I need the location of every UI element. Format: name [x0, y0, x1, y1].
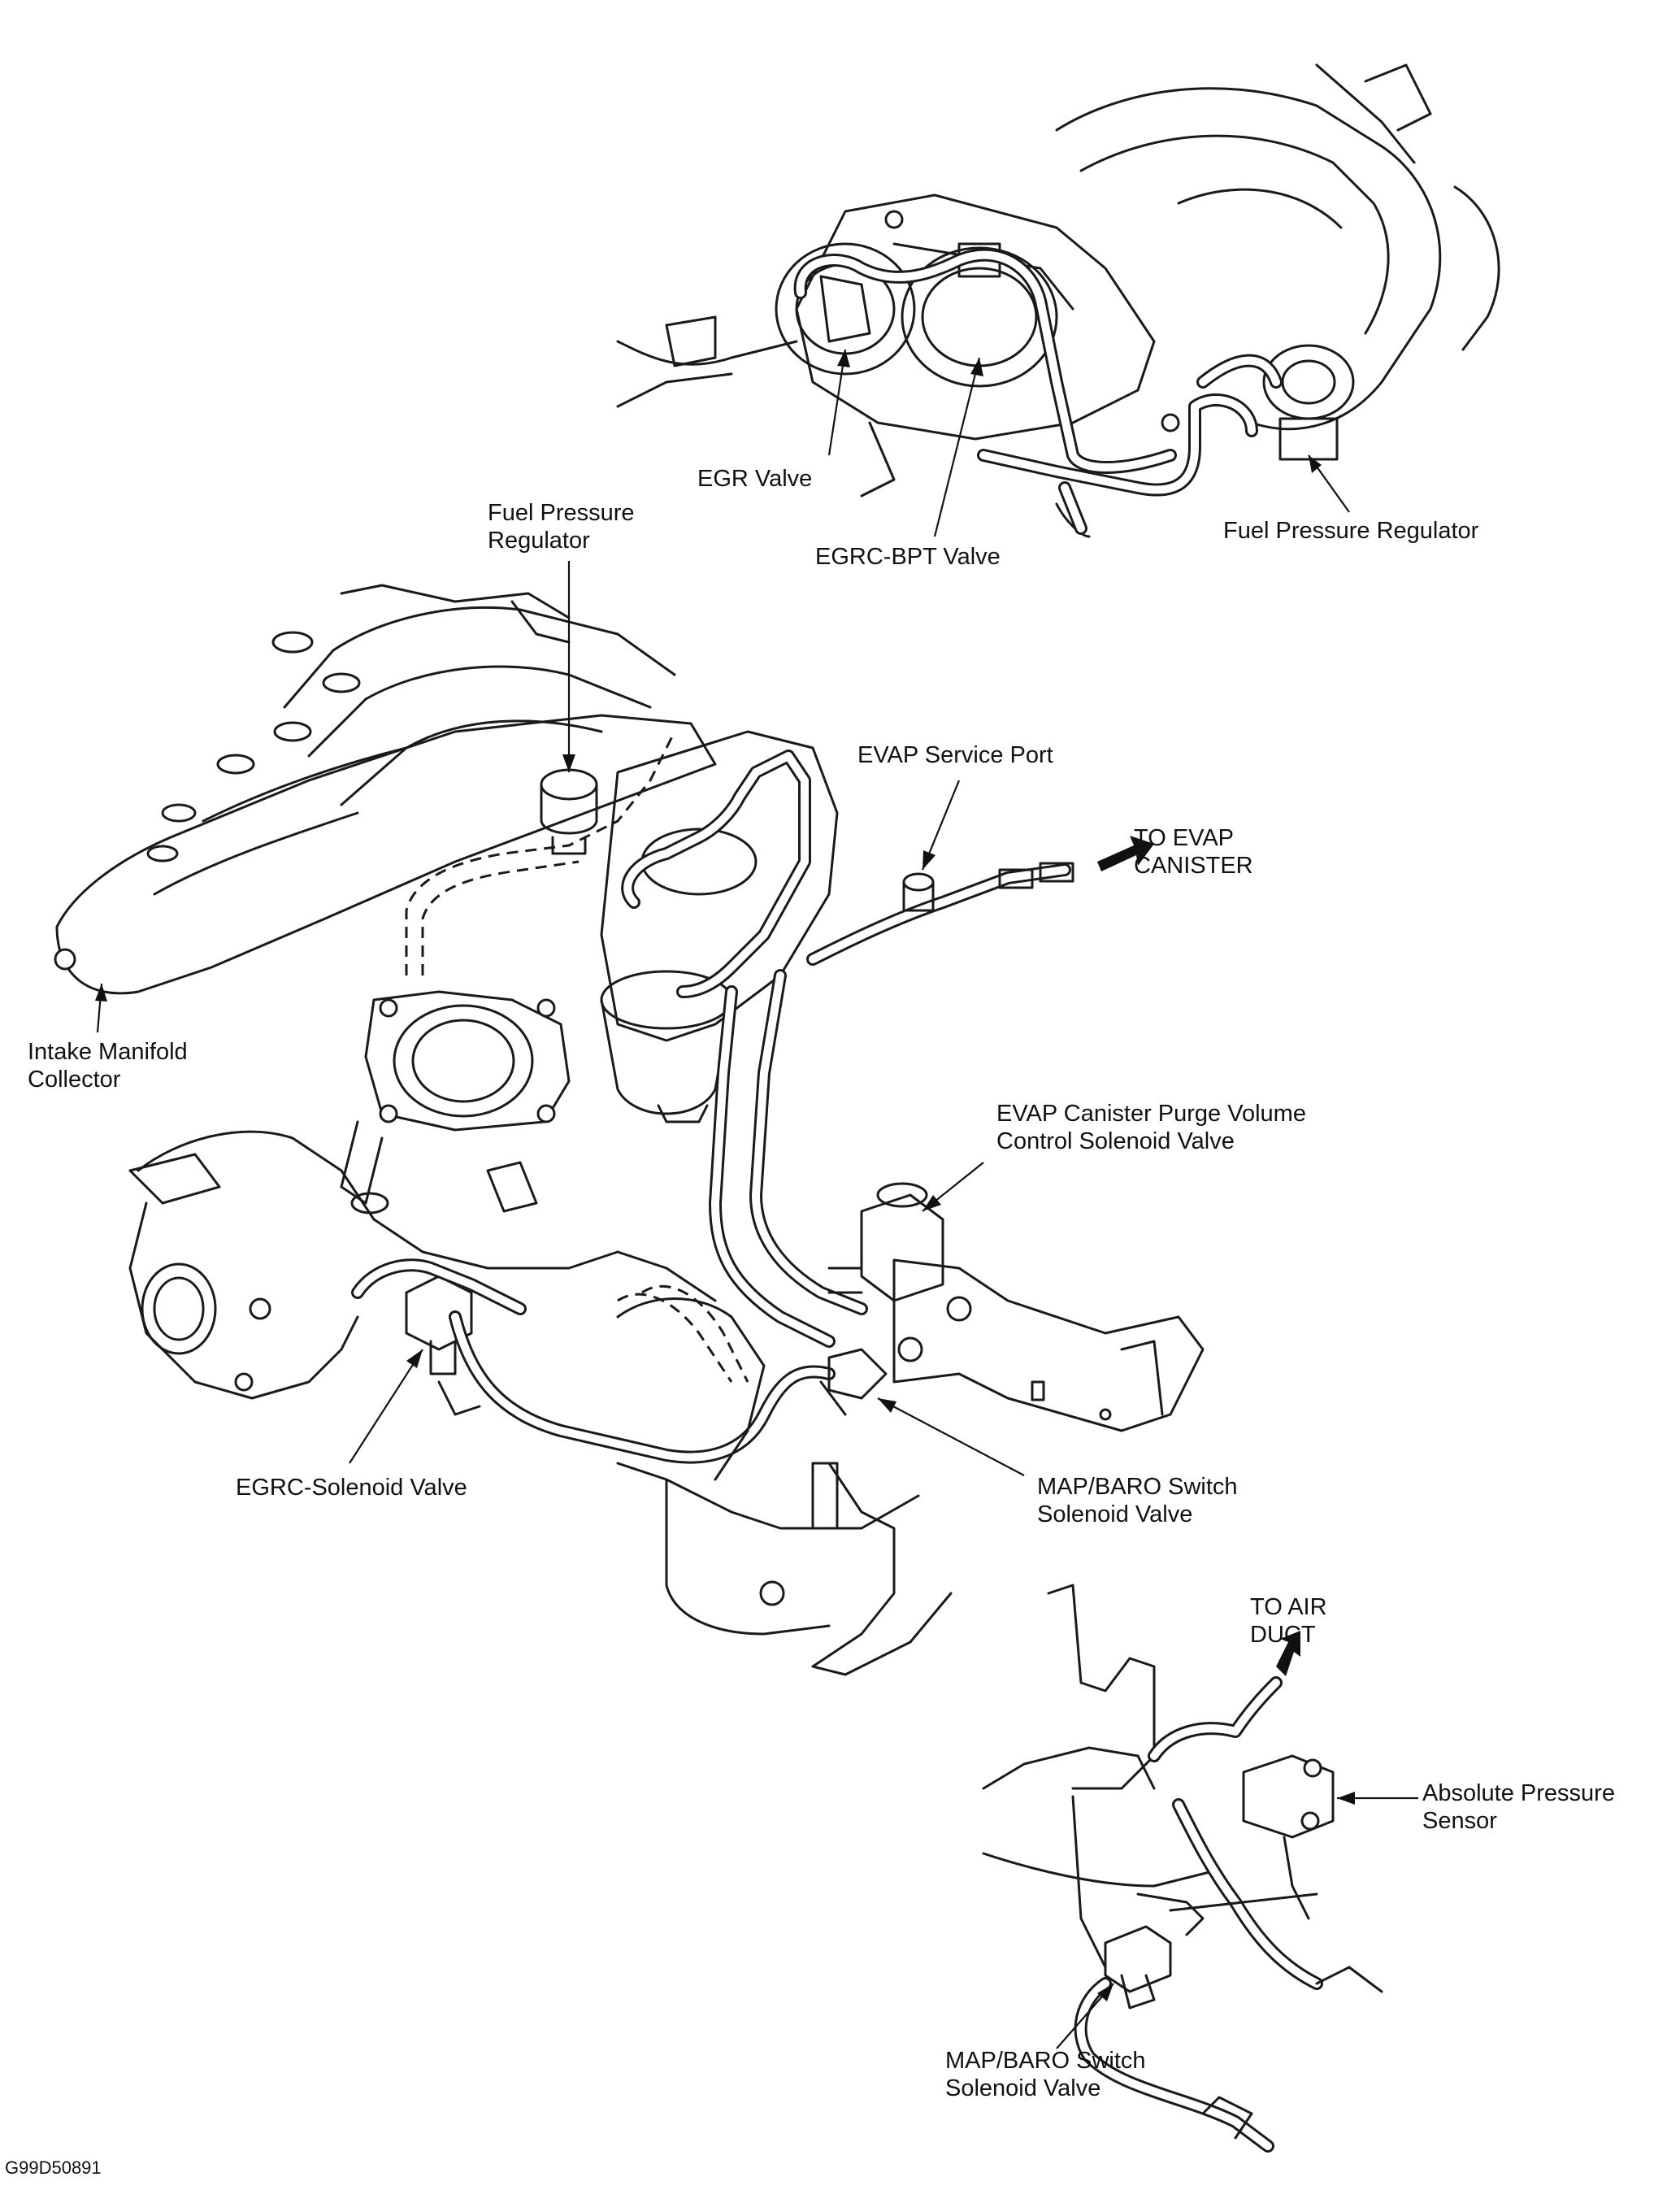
label-line: EVAP Canister Purge Volume	[996, 1101, 1306, 1127]
fuel-pressure-regulator-top-part	[1262, 344, 1355, 461]
label-egrc-bpt-valve-text: EGRC-BPT Valve	[815, 544, 1001, 570]
label-map-baro-inset: MAP/BARO Switch Solenoid Valve	[945, 2047, 1146, 2102]
label-line: Sensor	[1422, 1808, 1497, 1834]
label-line: TO EVAP	[1134, 825, 1235, 851]
label-line: DUCT	[1250, 1622, 1316, 1648]
inset-detail-assembly	[982, 1584, 1383, 2153]
to-air-duct-arrow	[1276, 1631, 1300, 1676]
label-line: TO AIR	[1250, 1594, 1327, 1620]
intake-manifold-collector-part	[54, 714, 717, 995]
label-evap-canister-purge: EVAP Canister Purge Volume Control Solen…	[996, 1100, 1306, 1155]
label-line: Absolute Pressure	[1422, 1780, 1615, 1806]
absolute-pressure-sensor-part	[1242, 1754, 1335, 1920]
to-evap-canister-arrow	[1097, 836, 1154, 871]
map-baro-inset-part	[1104, 1925, 1172, 2010]
throttle-body-part	[364, 990, 571, 1132]
label-line: Collector	[28, 1067, 121, 1093]
label-line: Solenoid Valve	[945, 2075, 1101, 2101]
label-line: Intake Manifold	[28, 1039, 188, 1065]
leader-lines	[95, 349, 1418, 2049]
figure-code-text: G99D50891	[5, 2157, 102, 2178]
label-fuel-pressure-regulator-top: Fuel Pressure Regulator	[1223, 517, 1478, 545]
label-line: Solenoid Valve	[1037, 1501, 1193, 1527]
label-fuel-pressure-regulator-main: Fuel Pressure Regulator	[488, 499, 635, 554]
label-line: Regulator	[488, 528, 590, 554]
label-to-air-duct: TO AIR DUCT	[1250, 1593, 1327, 1649]
label-egr-valve: EGR Valve	[697, 465, 812, 493]
label-line: CANISTER	[1134, 853, 1253, 879]
label-evap-service-port: EVAP Service Port	[857, 741, 1053, 769]
map-baro-main-part	[819, 1348, 888, 1416]
label-fuel-pressure-regulator-top-text: Fuel Pressure Regulator	[1223, 518, 1479, 544]
label-absolute-pressure-sensor: Absolute Pressure Sensor	[1422, 1779, 1615, 1835]
evap-canister-purge-solenoid-part	[827, 1182, 944, 1302]
main-engine-assembly	[54, 584, 1205, 1676]
top-detail-assembly	[616, 63, 1500, 538]
label-intake-manifold-collector: Intake Manifold Collector	[28, 1038, 188, 1093]
label-evap-service-port-text: EVAP Service Port	[857, 742, 1053, 768]
label-egrc-solenoid-valve-text: EGRC-Solenoid Valve	[236, 1475, 467, 1501]
figure-code: G99D50891	[5, 2157, 102, 2179]
evap-service-port-part	[902, 862, 1074, 912]
label-egrc-bpt-valve: EGRC-BPT Valve	[815, 543, 1001, 571]
label-line: MAP/BARO Switch	[1037, 1474, 1238, 1500]
label-to-evap-canister: TO EVAP CANISTER	[1134, 824, 1253, 880]
label-line: MAP/BARO Switch	[945, 2048, 1146, 2074]
label-map-baro-main: MAP/BARO Switch Solenoid Valve	[1037, 1473, 1238, 1528]
label-egr-valve-text: EGR Valve	[697, 466, 813, 492]
label-egrc-solenoid-valve: EGRC-Solenoid Valve	[236, 1474, 467, 1501]
label-line: Fuel Pressure	[488, 500, 635, 526]
label-line: Control Solenoid Valve	[996, 1128, 1235, 1154]
